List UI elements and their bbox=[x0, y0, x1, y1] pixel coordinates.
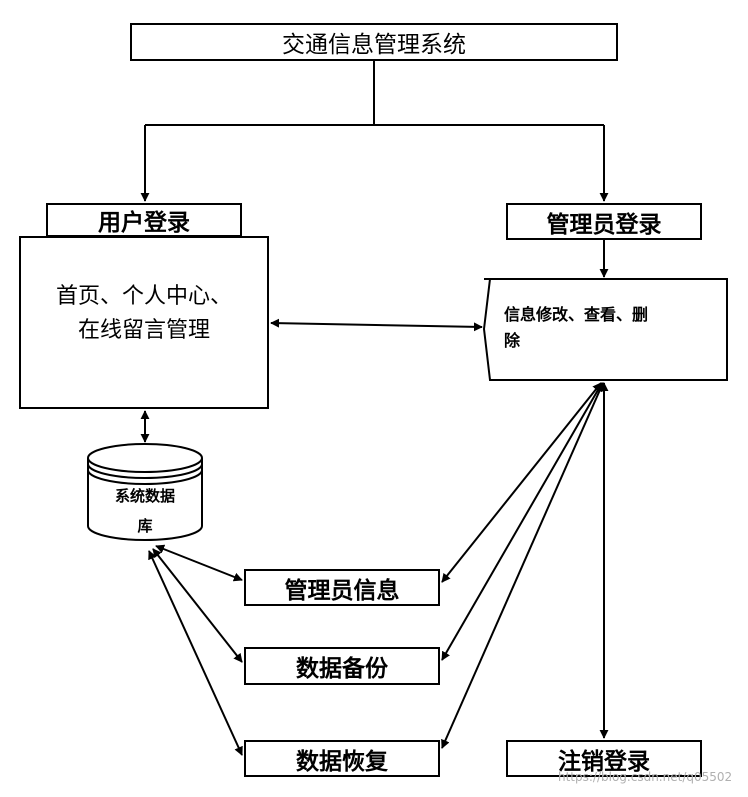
database-label: 系统数据 库 bbox=[92, 481, 198, 541]
user-functions-line-2: 在线留言管理 bbox=[77, 318, 210, 343]
edge-database-restore bbox=[148, 550, 243, 756]
database-cylinder bbox=[87, 443, 203, 541]
edge-user-func-admin-ops bbox=[270, 318, 483, 332]
admin-login-node: 管理员登录 bbox=[506, 203, 702, 240]
watermark-text: https://blog.csdn.net/q05502 bbox=[558, 770, 733, 784]
edge-admin-ops-restore bbox=[441, 382, 604, 749]
edge-admin-ops-backup bbox=[441, 382, 603, 661]
user-functions-line-1: 首页、个人中心、 bbox=[55, 284, 232, 309]
database-label-line-1: 系统数据 bbox=[114, 487, 175, 505]
admin-info-label: 管理员信息 bbox=[284, 576, 400, 604]
user-login-node: 用户登录 bbox=[46, 203, 242, 237]
admin-operations-text: 信息修改、查看、删 除 bbox=[504, 302, 704, 354]
admin-operations-line-1: 信息修改、查看、删 bbox=[504, 305, 649, 324]
edge-admin-ops-admin-info bbox=[441, 382, 602, 583]
edge-database-admin-info bbox=[155, 544, 243, 582]
edge-database-backup bbox=[152, 548, 243, 663]
system-title-node: 交通信息管理系统 bbox=[130, 23, 618, 61]
system-title: 交通信息管理系统 bbox=[282, 32, 466, 58]
user-functions-node: 首页、个人中心、 在线留言管理 bbox=[19, 236, 269, 409]
data-restore-node: 数据恢复 bbox=[244, 740, 440, 777]
database-label-line-2: 库 bbox=[137, 517, 153, 535]
admin-operations-line-2: 除 bbox=[504, 331, 521, 350]
data-backup-node: 数据备份 bbox=[244, 647, 440, 685]
admin-info-node: 管理员信息 bbox=[244, 569, 440, 606]
admin-operations-node bbox=[482, 278, 728, 381]
data-restore-label: 数据恢复 bbox=[296, 747, 388, 775]
logout-node: 注销登录 bbox=[506, 740, 702, 777]
data-backup-label: 数据备份 bbox=[296, 655, 388, 682]
admin-login-label: 管理员登录 bbox=[546, 210, 662, 238]
user-login-label: 用户登录 bbox=[98, 209, 190, 236]
logout-label: 注销登录 bbox=[558, 747, 650, 775]
